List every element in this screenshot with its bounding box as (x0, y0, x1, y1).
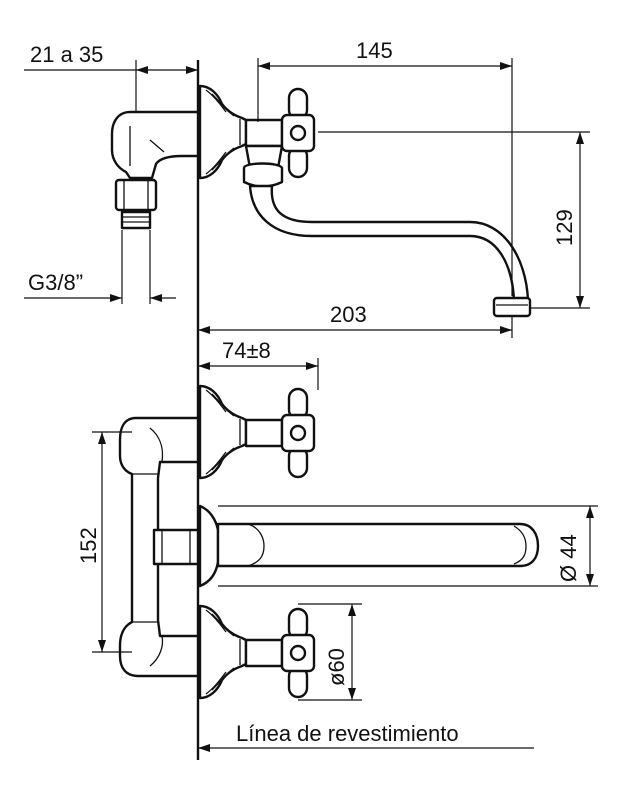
bottom-view (118, 384, 540, 700)
dim-spout-reach-top: 145 (356, 38, 393, 63)
cross-handle-upper[interactable] (280, 387, 316, 479)
spout-straight (216, 522, 540, 568)
dim-height: 129 (552, 209, 577, 246)
spout-swan-neck (248, 184, 530, 302)
dim-offset: 74±8 (222, 338, 271, 363)
dim-wall-range: 21 a 35 (30, 42, 103, 67)
dim-spacing: 152 (76, 527, 101, 564)
bridge-pipe (118, 416, 200, 678)
hex-nut (114, 178, 158, 212)
top-view (110, 84, 532, 318)
dim-thread: G3/8” (28, 270, 83, 295)
dim-spout-reach: 203 (330, 302, 367, 327)
aerator (492, 296, 532, 318)
cross-handle-top[interactable] (280, 87, 316, 179)
dim-diameter-44: Ø 44 (556, 534, 581, 582)
dim-diameter-60: ø60 (324, 648, 349, 686)
cross-handle-lower[interactable] (280, 607, 316, 699)
dimensions: 21 a 35 145 129 G3/8” 203 74±8 (24, 38, 598, 752)
thread-stub (120, 210, 152, 230)
finish-line-label: Línea de revestimiento (236, 721, 459, 746)
spout-base (198, 504, 220, 588)
